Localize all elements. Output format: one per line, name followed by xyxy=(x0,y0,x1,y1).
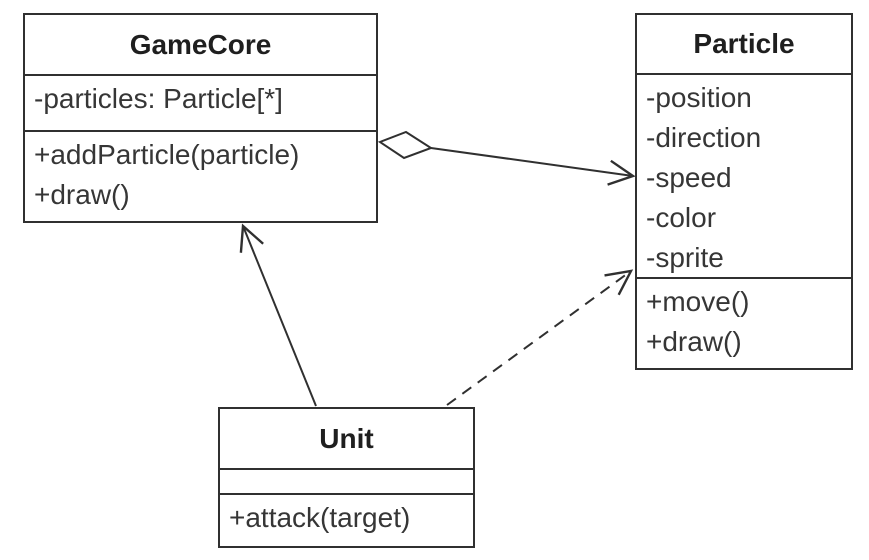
class-box-gamecore: GameCore -particles: Particle[*] +addPar… xyxy=(23,13,378,223)
methods-section-gamecore: +addParticle(particle) +draw() xyxy=(25,130,376,221)
class-name-unit: Unit xyxy=(319,422,374,454)
attribute-item: -position xyxy=(646,82,752,113)
class-name-particle: Particle xyxy=(693,28,795,59)
aggregation-connector-gamecore-particle xyxy=(377,130,636,186)
class-box-unit: Unit +attack(target) xyxy=(218,407,475,548)
method-item: +attack(target) xyxy=(229,502,411,533)
attribute-item: -direction xyxy=(646,122,762,153)
attribute-item: -color xyxy=(646,202,717,233)
methods-section-particle: +move() +draw() xyxy=(637,277,851,368)
method-item: +draw() xyxy=(34,179,130,210)
attributes-section-particle: -position -direction -speed -color -spri… xyxy=(637,73,851,277)
association-connector-unit-gamecore xyxy=(239,223,317,407)
class-name-gamecore: GameCore xyxy=(129,28,272,60)
attribute-item: -speed xyxy=(646,162,732,193)
method-item: +move() xyxy=(646,286,750,317)
attributes-section-gamecore: -particles: Particle[*] xyxy=(25,74,376,130)
aggregation-diamond-icon xyxy=(377,130,434,160)
dependency-connector-unit-particle xyxy=(446,269,634,406)
attribute-item: -particles: Particle[*] xyxy=(34,83,283,114)
attribute-item: -sprite xyxy=(646,242,724,273)
method-item: +draw() xyxy=(646,326,742,357)
attributes-section-unit-empty xyxy=(220,468,473,493)
method-item: +addParticle(particle) xyxy=(34,139,300,170)
methods-section-unit: +attack(target) xyxy=(220,493,473,546)
class-box-particle: Particle -position -direction -speed -co… xyxy=(635,13,853,370)
